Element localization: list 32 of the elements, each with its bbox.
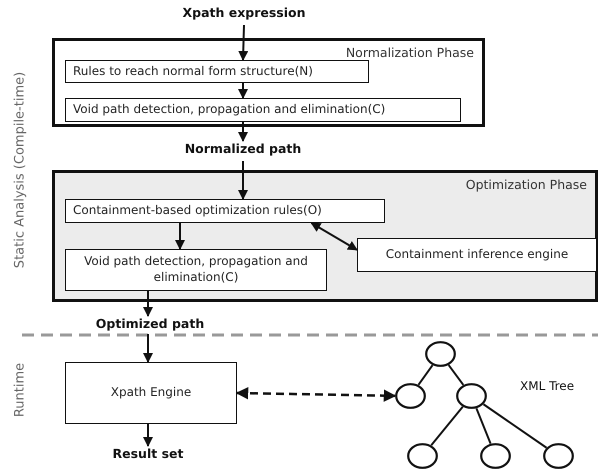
phase-panel [52,170,598,302]
arrow [238,24,248,61]
flow-label: Xpath expression [182,5,306,25]
tree-branch-line [476,408,492,444]
arrow [310,222,358,251]
tree-branch-line [418,364,434,386]
tree-branch-line [448,364,464,386]
process-box: Xpath Engine [65,362,237,424]
arrow [143,334,153,363]
tree-branch-line [482,403,548,449]
process-box: Void path detection, propagation and elimination(C) [65,98,461,122]
process-box: Containment inference engine [357,238,597,272]
flow-label: Result set [98,446,198,466]
arrow [238,161,248,200]
process-box: Rules to reach normal form structure(N) [65,60,369,83]
arrow [238,122,248,142]
process-box: Void path detection, propagation and elimination(C) [65,249,327,291]
phase-title: Optimization Phase [466,177,587,192]
arrow [143,291,153,317]
phase-title: Normalization Phase [346,45,474,60]
tree-label: XML Tree [520,379,574,393]
flow-label: Optimized path [88,316,212,334]
flow-label: Normalized path [174,141,312,161]
process-box: Containment-based optimization rules(O) [65,199,385,223]
phase-panel [52,38,485,127]
arrow [236,386,396,402]
arrow [175,223,185,250]
arrow [143,424,153,447]
phase-label: Static Analysis (Compile-time) [12,72,28,268]
arrow [238,83,248,99]
tree-branch-line [430,406,464,446]
phase-label: Runtime [12,362,28,418]
